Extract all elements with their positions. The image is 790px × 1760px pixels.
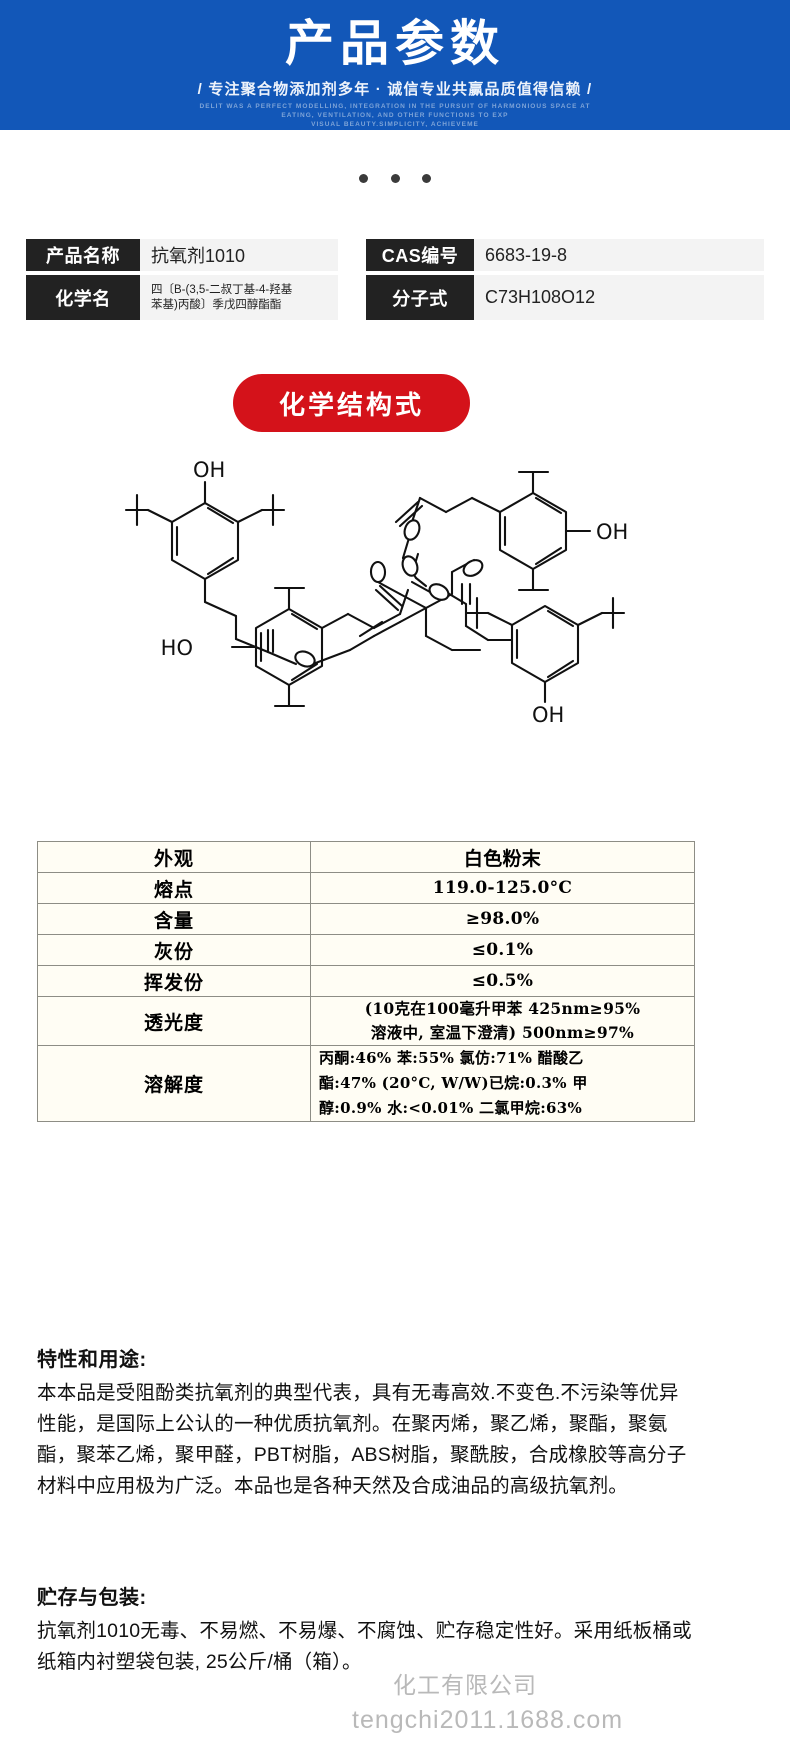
watermark-url: tengchi2011.1688.com — [352, 1706, 624, 1734]
chemical-structure-badge: 化学结构式 — [233, 374, 470, 432]
solubility-line-1: 丙酮:46% 苯:55% 氯仿:71% 醋酸乙 — [319, 1049, 584, 1067]
oh-label-top-left: OH — [193, 458, 225, 482]
separator-dot-1 — [359, 174, 369, 184]
chemical-name-value: 四〔B-(3,5-二叔丁基-4-羟基 苯基)丙酸〕季戊四醇酯酯 — [140, 275, 338, 320]
spec-key-solubility: 溶解度 — [37, 1045, 311, 1122]
oh-label-top-right: OH — [596, 520, 628, 544]
banner-english-line-2: EATING, VENTILATION, AND OTHER FUNCTIONS… — [281, 112, 509, 120]
ho-label-bottom-left: HO — [161, 636, 193, 660]
info-grid-gap-1 — [338, 239, 366, 271]
specification-table-body: 外观 白色粉末 熔点 119.0-125.0°C 含量 ≥98.0% 灰份 ≤0… — [37, 841, 695, 1122]
spec-value-ash: ≤0.1% — [310, 934, 695, 966]
spec-value-volatile: ≤0.5% — [310, 965, 695, 997]
banner-english-line-3: VISUAL BEAUTY.SIMPLICITY, ACHIEVEME — [311, 121, 479, 129]
structure-atom-labels: OH OH HO OH — [161, 458, 629, 727]
formula-value: C73H108O12 — [474, 275, 764, 320]
product-name-label: 产品名称 — [26, 239, 140, 271]
spec-value-melting-point: 119.0-125.0°C — [310, 872, 695, 904]
chemical-structure-diagram: OH OH HO OH — [60, 450, 730, 740]
spec-key-melting-point: 熔点 — [37, 872, 311, 904]
info-row-secondary: 化学名 四〔B-(3,5-二叔丁基-4-羟基 苯基)丙酸〕季戊四醇酯酯 分子式 … — [26, 275, 766, 320]
storage-body: 抗氧剂1010无毒、不易燃、不易爆、不腐蚀、贮存稳定性好。采用纸板桶或纸箱内衬塑… — [37, 1620, 692, 1673]
transmittance-line-2: 溶液中, 室温下澄清) 500nm≥97% — [370, 1023, 635, 1042]
banner-english-filler: DELIT WAS A PERFECT MODELLING, INTEGRATI… — [0, 102, 790, 130]
spec-key-appearance: 外观 — [37, 841, 311, 873]
storage-heading: 贮存与包装: — [37, 1587, 147, 1609]
spec-value-transmittance: (10克在100毫升甲苯 425nm≥95% 溶液中, 室温下澄清) 500nm… — [310, 996, 695, 1046]
oxygen-markers — [294, 519, 484, 668]
table-row: 熔点 119.0-125.0°C — [37, 872, 695, 904]
table-row: 灰份 ≤0.1% — [37, 934, 695, 966]
table-row: 外观 白色粉末 — [37, 841, 695, 873]
cas-value: 6683-19-8 — [474, 239, 764, 271]
chemical-name-line-2: 苯基)丙酸〕季戊四醇酯酯 — [151, 299, 282, 311]
spec-key-content: 含量 — [37, 903, 311, 935]
spec-value-content: ≥98.0% — [310, 903, 695, 935]
structure-svg: OH OH HO OH — [124, 458, 629, 727]
table-row: 含量 ≥98.0% — [37, 903, 695, 935]
cas-label: CAS编号 — [366, 239, 474, 271]
table-row: 透光度 (10克在100毫升甲苯 425nm≥95% 溶液中, 室温下澄清) 5… — [37, 996, 695, 1046]
info-pair-chemical-name: 化学名 四〔B-(3,5-二叔丁基-4-羟基 苯基)丙酸〕季戊四醇酯酯 — [26, 275, 338, 320]
storage-section: 贮存与包装: 抗氧剂1010无毒、不易燃、不易爆、不腐蚀、贮存稳定性好。采用纸板… — [37, 1583, 697, 1678]
banner-tagline: / 专注聚合物添加剂多年 · 诚信专业共赢品质值得信赖 / — [197, 81, 593, 98]
chemical-name-label: 化学名 — [26, 275, 140, 320]
chemical-name-line-1: 四〔B-(3,5-二叔丁基-4-羟基 — [151, 284, 293, 296]
info-pair-cas: CAS编号 6683-19-8 — [366, 239, 764, 271]
info-pair-formula: 分子式 C73H108O12 — [366, 275, 764, 320]
transmittance-line-1: (10克在100毫升甲苯 425nm≥95% — [364, 999, 641, 1018]
spec-key-transmittance: 透光度 — [37, 996, 311, 1046]
info-row-primary: 产品名称 抗氧剂1010 CAS编号 6683-19-8 — [26, 239, 766, 271]
spec-value-solubility: 丙酮:46% 苯:55% 氯仿:71% 醋酸乙 酯:47% (20°C, W/W… — [310, 1045, 695, 1122]
formula-label: 分子式 — [366, 275, 474, 320]
spec-key-ash: 灰份 — [37, 934, 311, 966]
features-body: 本本品是受阻酚类抗氧剂的典型代表，具有无毒高效.不变色.不污染等优异性能，是国际… — [37, 1382, 687, 1497]
features-heading: 特性和用途: — [37, 1349, 147, 1371]
product-info-grid: 产品名称 抗氧剂1010 CAS编号 6683-19-8 化学名 四〔B-(3,… — [26, 239, 766, 324]
oh-label-bottom-right: OH — [532, 703, 564, 727]
solubility-line-3: 醇:0.9% 水:<0.01% 二氯甲烷:63% — [319, 1099, 583, 1117]
separator-dot-2 — [390, 174, 400, 184]
table-row: 挥发份 ≤0.5% — [37, 965, 695, 997]
features-section: 特性和用途: 本本品是受阻酚类抗氧剂的典型代表，具有无毒高效.不变色.不污染等优… — [37, 1345, 697, 1502]
page-header-banner: 产品参数 / 专注聚合物添加剂多年 · 诚信专业共赢品质值得信赖 / DELIT… — [0, 0, 790, 130]
info-grid-gap-2 — [338, 275, 366, 320]
spec-key-volatile: 挥发份 — [37, 965, 311, 997]
specification-table: 外观 白色粉末 熔点 119.0-125.0°C 含量 ≥98.0% 灰份 ≤0… — [37, 841, 695, 1122]
banner-english-line-1: DELIT WAS A PERFECT MODELLING, INTEGRATI… — [199, 103, 591, 110]
table-row: 溶解度 丙酮:46% 苯:55% 氯仿:71% 醋酸乙 酯:47% (20°C,… — [37, 1045, 695, 1122]
dot-separator — [0, 170, 790, 188]
info-pair-product-name: 产品名称 抗氧剂1010 — [26, 239, 338, 271]
spec-value-appearance: 白色粉末 — [310, 841, 695, 873]
solubility-line-2: 酯:47% (20°C, W/W)已烷:0.3% 甲 — [319, 1074, 588, 1092]
page-title: 产品参数 — [284, 15, 505, 72]
product-name-value: 抗氧剂1010 — [140, 239, 338, 271]
separator-dot-3 — [421, 174, 431, 184]
